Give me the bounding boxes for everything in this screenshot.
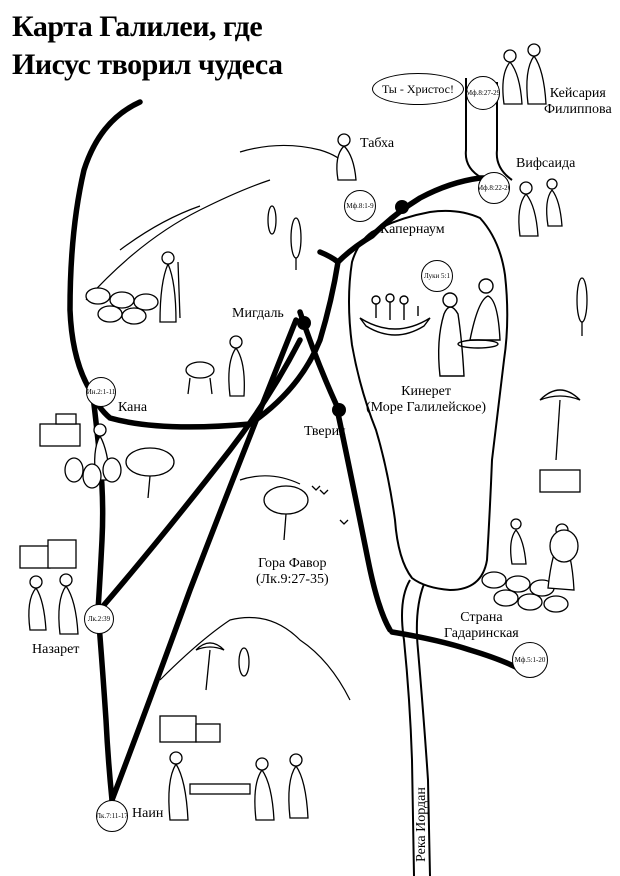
label-kinneret-line1: Кинерет: [401, 384, 451, 399]
trees: [125, 205, 588, 691]
label-caesarea: Кейсария Филиппова: [544, 86, 612, 118]
label-tabor: Гора Фавор (Лк.9:27-35): [256, 556, 329, 588]
label-gadara-line2: Гадаринская: [444, 626, 519, 641]
capernaum-dot: [395, 200, 409, 214]
label-cana: Кана: [118, 400, 148, 415]
road-north-coast: [317, 249, 341, 265]
ref-gadara: Мф.5:1-20: [512, 642, 548, 678]
road-nazareth-tiberias: [95, 337, 303, 615]
label-tabgha: Табха: [360, 136, 395, 151]
herd-gadara: [481, 523, 575, 613]
label-jordan: Река Иордан: [414, 787, 429, 862]
label-nazareth: Назарет: [32, 642, 80, 657]
label-magdala: Мигдаль: [232, 306, 284, 321]
label-caesarea-line1: Кейсария: [549, 86, 606, 101]
buildings: [19, 413, 581, 743]
ref-nazareth: Лк.2:39: [84, 604, 114, 634]
label-caesarea-line2: Филиппова: [544, 102, 612, 117]
magdala-dot: [297, 316, 311, 330]
ref-tabgha: Мф.8:1-9: [344, 190, 376, 222]
label-tabor-line2: (Лк.9:27-35): [256, 572, 329, 587]
jordan-river-south: [401, 579, 431, 876]
road-nain-magdala: [109, 317, 299, 803]
road-west-loop: [67, 99, 495, 430]
label-tiberias: Тверия: [304, 424, 346, 439]
sea-of-galilee-shoreline: [348, 209, 509, 592]
ref-caesarea: Мф.8:27-29: [466, 76, 500, 110]
label-gadara: Страна Гадаринская: [444, 610, 519, 642]
label-gadara-line1: Страна: [460, 610, 503, 625]
ref-lake: Луки 5:1: [421, 260, 453, 292]
ref-cana: Ин.2:1-11: [86, 377, 116, 407]
speech-bubble: Ты - Христос!: [372, 73, 464, 105]
label-nain: Наин: [132, 806, 164, 821]
tiberias-dot: [332, 403, 346, 417]
map-title: Карта Галилеи, где Иисус творил чудеса: [12, 8, 283, 84]
sheep-flock-west: [85, 251, 181, 325]
road-nazareth-nain: [95, 609, 115, 803]
ref-bethsaida: Мф.8:22-26: [478, 172, 510, 204]
people: [28, 43, 563, 821]
birds: [311, 485, 349, 525]
road-magdala-tiberias: [297, 309, 393, 633]
boat-scene: [359, 278, 501, 377]
ref-nain: Лк.7:11-17: [96, 800, 128, 832]
label-capernaum: Капернаум: [380, 222, 445, 237]
map-title-line2: Иисус творил чудеса: [12, 48, 283, 81]
road-to-cana: [89, 385, 106, 613]
label-bethsaida: Вифсаида: [516, 156, 576, 171]
label-tabor-line1: Гора Фавор: [258, 556, 327, 571]
map-title-line1: Карта Галилеи, где: [12, 10, 263, 43]
label-kinneret-line2: (Море Галилейское): [366, 400, 487, 415]
label-kinneret: Кинерет (Море Галилейское): [366, 384, 486, 416]
